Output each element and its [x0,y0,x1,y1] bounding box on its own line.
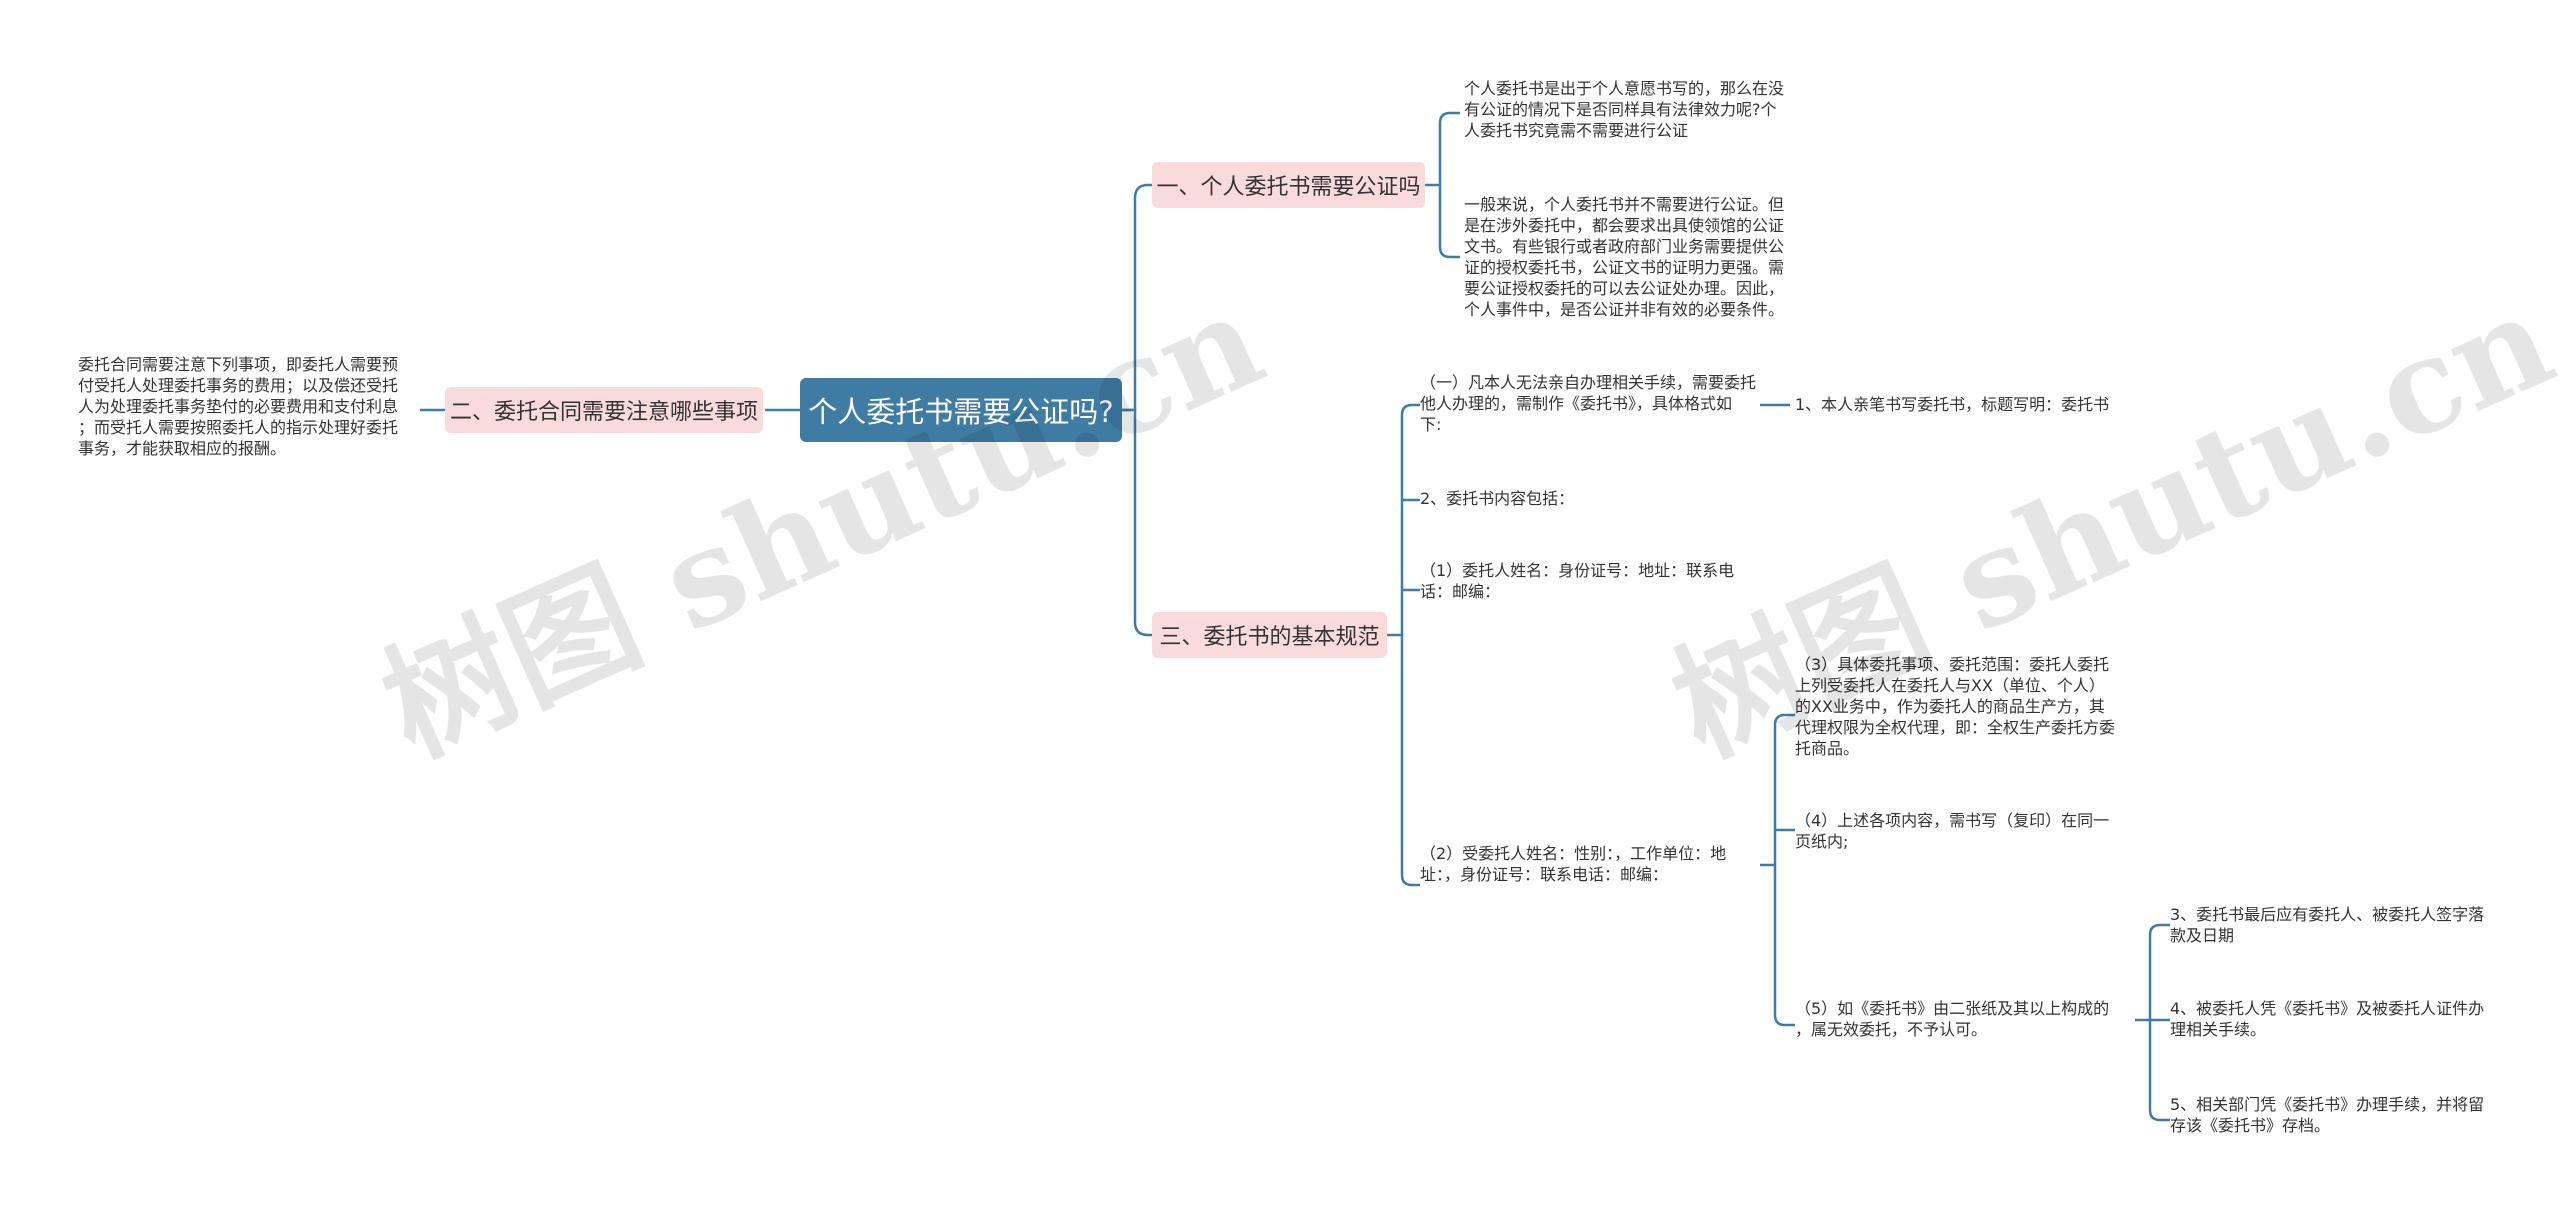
leaf-procedure: 4、被委托人凭《委托书》及被委托人证件办 理相关手续。 [2170,999,2485,1039]
leaf-contract-notes: 委托合同需要注意下列事项，即委托人需要预 付受托人处理委托事务的费用；以及偿还受… [78,355,399,458]
leaf-invalid: （5）如《委托书》由二张纸及其以上构成的 ，属无效委托，不予认可。 [1795,999,2110,1039]
link-root-b1 [1122,183,1152,412]
leaf-agent-info: （2）受委托人姓名：性别：，工作单位：地 址：，身份证号：联系电话：邮编： [1420,844,1727,884]
leaf-scope: （3）具体委托事项、委托范围：委托人委托 上列受委托人在委托人与XX（单位、个人… [1795,655,2116,758]
leaf-intro: 个人委托书是出于个人意愿书写的，那么在没 有公证的情况下是否同样具有法律效力呢?… [1464,79,1785,140]
link-b3-leaves [1387,403,1420,887]
link-l3d-leaves [1760,713,1795,1027]
leaf-format-intro: （一）凡本人无法亲自办理相关手续，需要委托 他人办理的，需制作《委托书》，具体格… [1420,373,1757,434]
leaf-answer: 一般来说，个人委托书并不需要进行公证。但 是在涉外委托中，都会要求出具使领馆的公… [1464,195,1785,319]
link-l3d3-leaves [2135,923,2170,1122]
branch-basic-rules[interactable]: 三、委托书的基本规范 [1152,612,1387,658]
branch-notarization[interactable]: 一、个人委托书需要公证吗 [1152,162,1425,208]
leaf-archive: 5、相关部门凭《委托书》办理手续，并将留 存该《委托书》存档。 [2170,1095,2485,1135]
leaf-signature: 3、委托书最后应有委托人、被委托人签字落 款及日期 [2170,905,2485,945]
root-topic[interactable]: 个人委托书需要公证吗? [800,378,1122,442]
branch-contract-notes[interactable]: 二、委托合同需要注意哪些事项 [445,387,763,433]
leaf-principal-info: （1）委托人姓名：身份证号：地址：联系电 话：邮编： [1420,561,1735,601]
leaf-handwritten: 1、本人亲笔书写委托书，标题写明：委托书 [1795,395,2110,414]
link-b1-leaves [1425,111,1460,259]
link-root-b3 [1122,408,1152,637]
leaf-one-page: （4）上述各项内容，需书写（复印）在同一 页纸内; [1795,811,2110,851]
leaf-content: 2、委托书内容包括： [1420,489,1575,508]
